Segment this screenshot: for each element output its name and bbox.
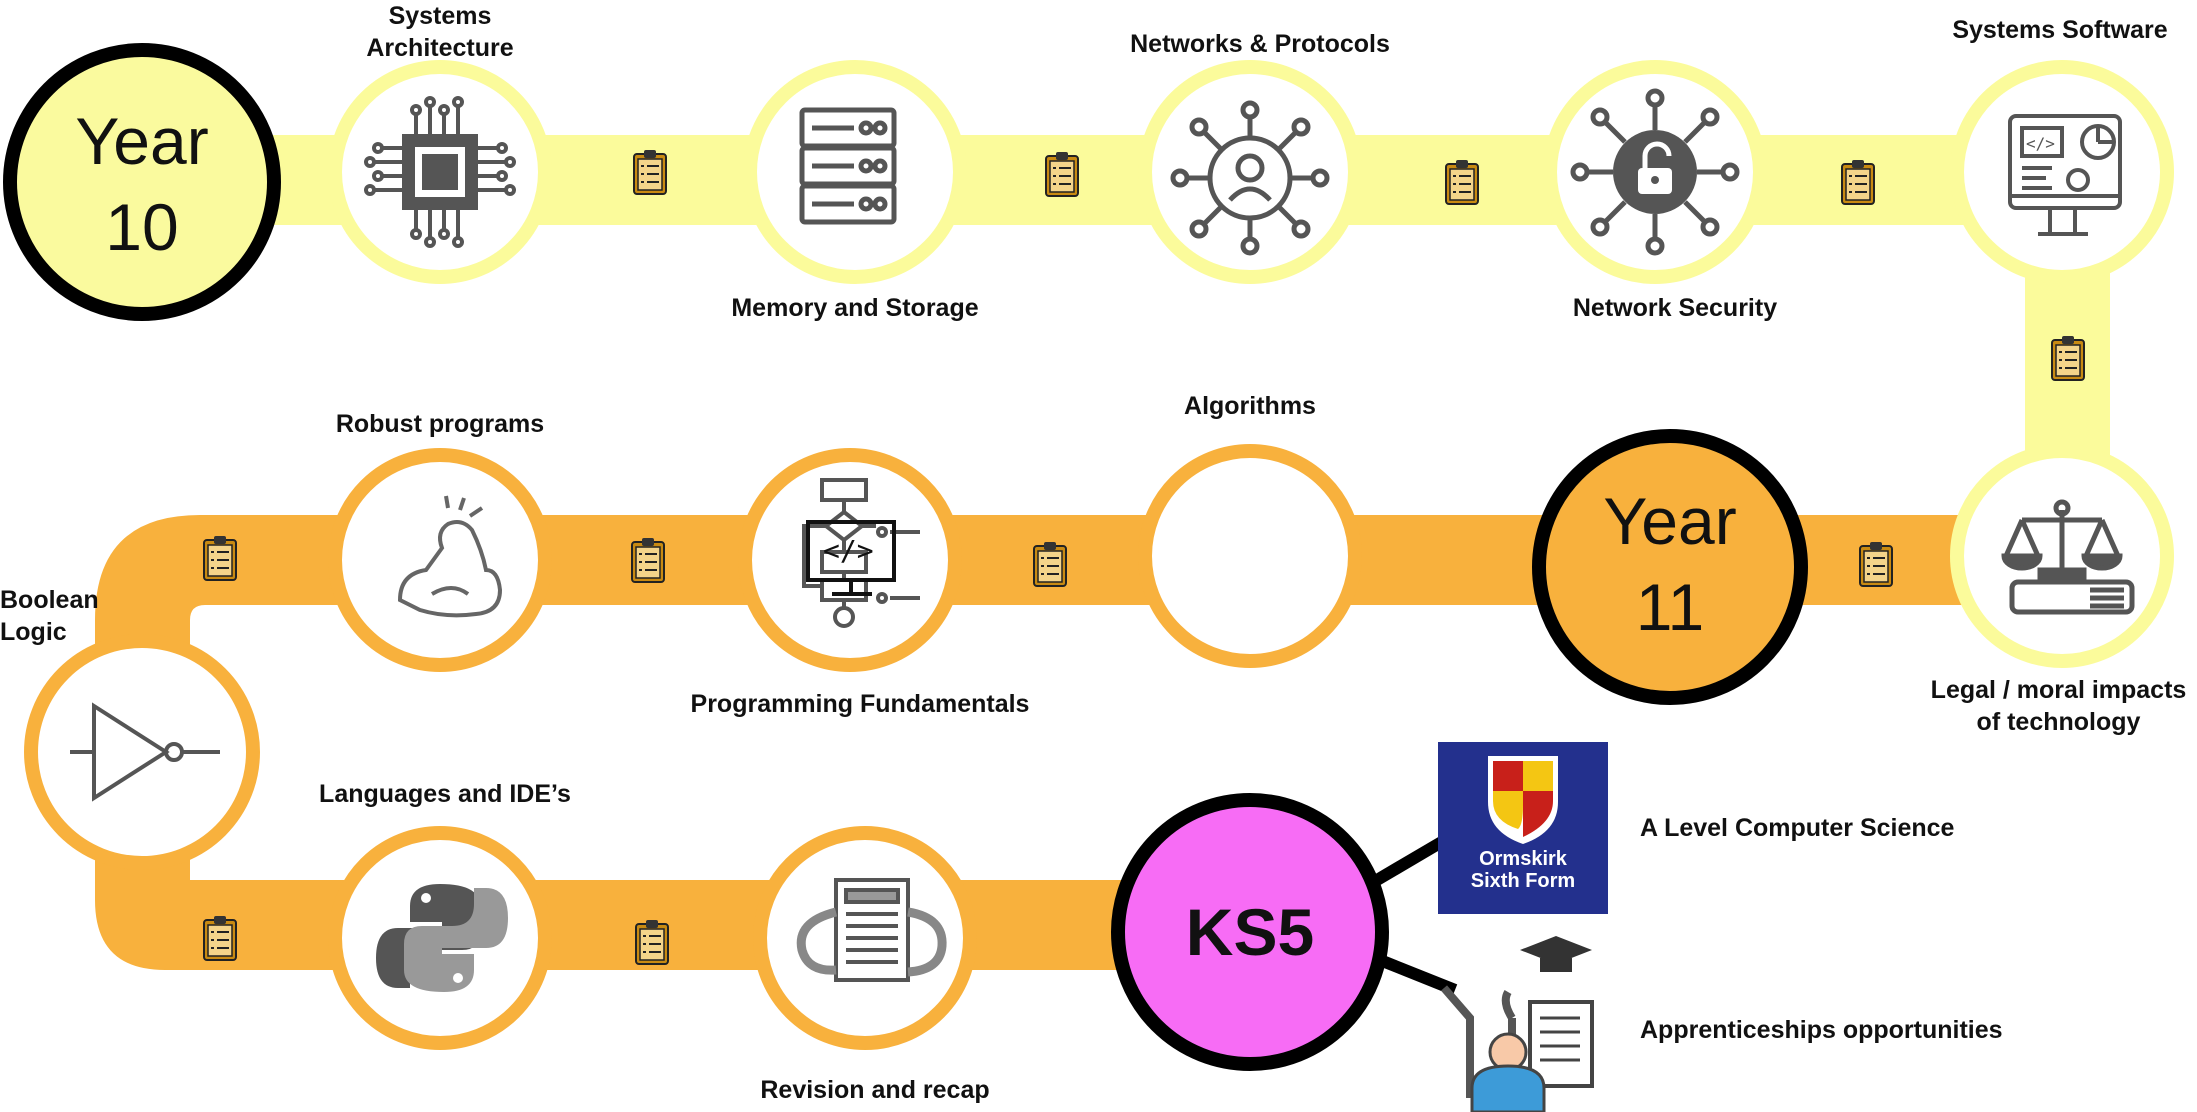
bicep-icon bbox=[397, 495, 503, 618]
logo-text: Ormskirk Sixth Form bbox=[1470, 848, 1576, 892]
topic-network-security: Network Security bbox=[1572, 294, 1778, 322]
topic-robust-programs: Robust programs bbox=[335, 410, 545, 438]
topic-networks-protocols: Networks & Protocols bbox=[1130, 30, 1390, 58]
clipboard-icon bbox=[203, 536, 237, 581]
clipboard-icon bbox=[1045, 152, 1079, 197]
python-icon bbox=[376, 884, 508, 992]
topic-systems-architecture: Systems Architecture bbox=[366, 2, 514, 62]
clipboard-icon bbox=[631, 538, 665, 583]
topic-legal-moral: Legal / moral impacts of technology bbox=[1930, 676, 2187, 736]
code-monitor-icon: </> bbox=[806, 520, 896, 596]
revision-document-icon bbox=[796, 878, 947, 982]
year10-label: Year 10 bbox=[75, 104, 209, 264]
ks5-label: KS5 bbox=[1185, 895, 1315, 969]
scales-of-justice-icon bbox=[2001, 499, 2135, 615]
cpu-icon bbox=[364, 96, 516, 248]
topic-languages-ides: Languages and IDE’s bbox=[319, 780, 571, 808]
year11-label: Year 11 bbox=[1603, 484, 1737, 644]
topic-systems-software: Systems Software bbox=[1952, 16, 2168, 44]
crest-icon bbox=[1488, 756, 1558, 844]
apprenticeship-icon bbox=[1440, 936, 1594, 1112]
year11-topic-circles bbox=[24, 444, 1362, 1050]
svg-text:</>: </> bbox=[2026, 134, 2055, 153]
clipboard-icon bbox=[1841, 160, 1875, 205]
network-icon bbox=[1170, 100, 1330, 256]
svg-text:</>: </> bbox=[823, 534, 874, 567]
ks5-option-a-level: A Level Computer Science bbox=[1640, 814, 1955, 842]
topic-memory-storage: Memory and Storage bbox=[731, 294, 979, 322]
clipboard-icon bbox=[2051, 336, 2085, 381]
monitor-code-icon: </> bbox=[2008, 114, 2122, 236]
server-icon bbox=[799, 107, 897, 225]
flowchart-icon bbox=[802, 478, 920, 628]
ks5-option-apprenticeships: Apprenticeships opportunities bbox=[1640, 1016, 2003, 1044]
year11-circle bbox=[1532, 429, 1808, 705]
clipboard-icon bbox=[1859, 542, 1893, 587]
network-lock-icon bbox=[1570, 88, 1740, 256]
not-gate-icon bbox=[70, 702, 220, 802]
clipboard-icon bbox=[1445, 160, 1479, 205]
topic-programming-fundamentals: Programming Fundamentals bbox=[690, 690, 1030, 718]
topic-algorithms: Algorithms bbox=[1184, 392, 1316, 420]
topic-revision-recap: Revision and recap bbox=[760, 1076, 990, 1104]
clipboard-icon bbox=[635, 920, 669, 965]
year10-circle bbox=[3, 43, 281, 321]
clipboard-icon bbox=[1033, 542, 1067, 587]
clipboard-icon bbox=[203, 916, 237, 961]
ks5-circle bbox=[1111, 793, 1389, 1071]
topic-boolean-logic: Boolean Logic bbox=[0, 586, 99, 646]
clipboard-icon bbox=[633, 150, 667, 195]
clipboard-icons bbox=[203, 150, 2085, 965]
ormskirk-sixth-form-logo: Ormskirk Sixth Form bbox=[1438, 742, 1608, 914]
